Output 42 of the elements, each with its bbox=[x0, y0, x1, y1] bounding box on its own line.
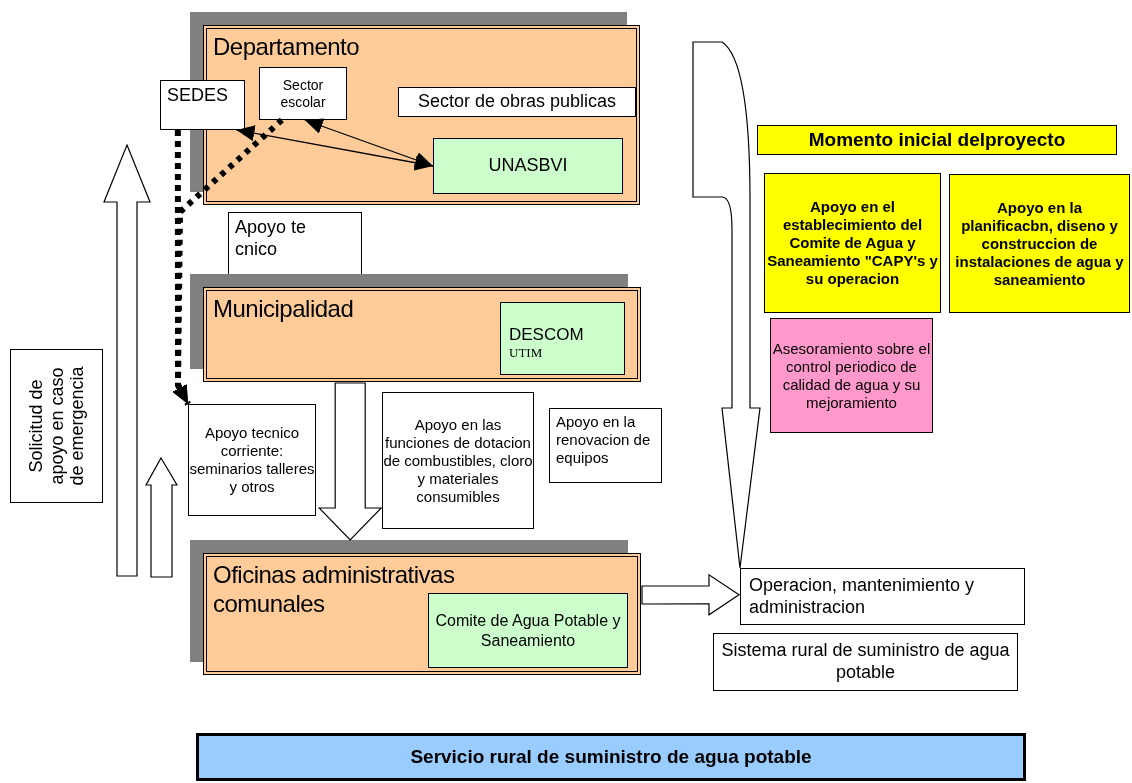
sub-label: UTIM bbox=[509, 344, 543, 361]
arrow bbox=[235, 125, 434, 171]
box-text: Apoyo te cnico bbox=[235, 217, 308, 261]
box-text: Operacion, mantenimiento y administracion bbox=[749, 574, 976, 619]
support-box bbox=[949, 174, 1130, 313]
service-banner bbox=[196, 733, 1026, 781]
support-box bbox=[188, 404, 316, 516]
box-text: Apoyo en la planificacbn, diseno y construccion de instalaciones de agua y saneamiento bbox=[954, 198, 1125, 289]
block-arrow bbox=[317, 382, 383, 541]
box-text: UNASBVI bbox=[488, 155, 568, 177]
group-heading: Municipalidad bbox=[213, 295, 354, 324]
block-arrow bbox=[641, 573, 741, 616]
support-box bbox=[549, 408, 662, 483]
box-text: Sector de obras publicas bbox=[417, 91, 617, 113]
box-text: SEDES bbox=[167, 85, 229, 107]
box-text: DESCOM bbox=[509, 324, 584, 345]
box-text: Solicitud de apoyo en caso de emergencia bbox=[25, 365, 88, 488]
box-text: Apoyo en la renovacion de equipos bbox=[556, 413, 652, 467]
box-text: Apoyo en las funciones de dotacion de combustibles, cloro y materiales consumibles bbox=[383, 415, 533, 506]
org-box bbox=[160, 80, 245, 130]
block-arrow bbox=[692, 41, 761, 569]
support-box bbox=[770, 318, 933, 433]
support-box bbox=[382, 392, 534, 529]
org-box bbox=[398, 87, 636, 117]
box-text: Servicio rural de suministro de agua potable bbox=[410, 745, 812, 769]
system-box bbox=[713, 633, 1018, 691]
box-text: Apoyo en el establecimiento del Comite de Agua y Saneamiento "CAPY's y su operacion bbox=[766, 198, 939, 288]
box-text: Momento inicial delproyecto bbox=[808, 128, 1066, 152]
box-text: Sistema rural de suministro de agua potable bbox=[720, 640, 1011, 684]
unit-box bbox=[500, 302, 625, 375]
unit-box bbox=[428, 593, 628, 668]
box-text: Sector escolar bbox=[279, 76, 327, 111]
support-box bbox=[764, 173, 941, 313]
org-box bbox=[259, 67, 347, 120]
dotted-arrow bbox=[172, 117, 284, 406]
phase-box bbox=[757, 125, 1117, 155]
unit-box bbox=[433, 138, 623, 194]
group-heading: Departamento bbox=[213, 33, 360, 62]
note-box bbox=[10, 349, 103, 503]
box-text: Asesoramiento sobre el control periodico de calidad de agua y su mejoramiento bbox=[771, 339, 932, 412]
box-text: Apoyo tecnico corriente: seminarios talleres y otros bbox=[189, 424, 315, 496]
process-box bbox=[740, 568, 1025, 625]
